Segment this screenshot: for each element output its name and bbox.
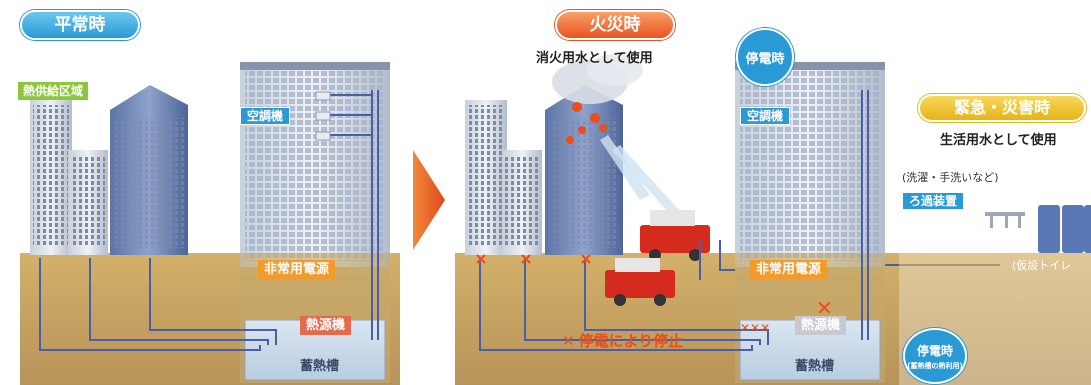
temporary-toilet-label: (仮設トイレ: [1012, 259, 1072, 272]
fire-ac-label: 空調機: [740, 107, 791, 125]
fire-title: 火災時: [555, 10, 675, 40]
fire-cross-marks: ✕✕✕: [740, 321, 771, 335]
district-label: 熱供給区域: [18, 82, 89, 100]
fire-outage-bubble-2: 停電時 (蓄熱槽の熱利用): [903, 328, 967, 384]
fire-heat-source-stop-mark: ✕: [816, 296, 833, 320]
arrow-right-icon: [413, 150, 445, 250]
outage-bubble-2-sub: (蓄熱槽の熱利用): [907, 361, 963, 370]
fire-outage-bubble: 停電時: [736, 28, 794, 86]
stop-notice-text: 停電により停止: [578, 332, 684, 350]
water-tap-icon: [985, 212, 1025, 228]
normal-emergency-power-label: 非常用電源: [258, 260, 336, 279]
normal-title: 平常時: [20, 10, 140, 40]
normal-ac-label: 空調機: [240, 107, 291, 125]
stop-cross-icon: ✕: [562, 332, 575, 350]
outage-bubble-2-title: 停電時: [916, 343, 953, 358]
emergency-subtitle: 生活用水として使用: [940, 133, 1057, 148]
fire-icon: [566, 102, 607, 144]
normal-tank-label: 蓄熱槽: [300, 359, 340, 374]
filter-device-label: ろ過装置: [902, 192, 965, 210]
fire-emergency-power-label: 非常用電源: [750, 260, 828, 279]
normal-heat-source-label: 熱源機: [300, 316, 352, 335]
emergency-usage-note: (洗濯・手洗いなど): [902, 171, 999, 184]
normal-panel: [20, 62, 400, 385]
emergency-title: 緊急・災害時: [918, 94, 1086, 122]
fire-heat-source-label: 熱源機: [795, 316, 847, 335]
fire-subtitle: 消火用水として使用: [536, 51, 653, 66]
fire-stop-notice: ✕ 停電により停止: [562, 334, 683, 349]
fire-tank-label: 蓄熱槽: [795, 359, 835, 374]
fire-truck-icon: [605, 210, 710, 306]
pipes: [39, 90, 379, 351]
portable-toilet-icon: [1038, 205, 1091, 253]
cross-icon: [476, 254, 591, 264]
